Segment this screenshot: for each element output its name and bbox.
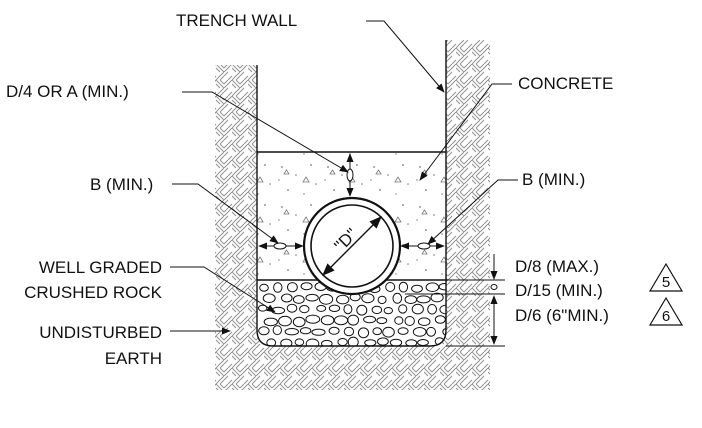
crushed-rock-pebble — [383, 307, 393, 315]
crushed-rock-pebble — [294, 338, 305, 346]
crushed-rock-pebble — [328, 326, 340, 335]
crushed-rock-pebble — [404, 295, 418, 305]
crushed-rock-pebble — [321, 339, 333, 346]
undisturbed-earth-hatch — [215, 40, 490, 390]
crushed-rock-pebble — [439, 304, 446, 315]
crushed-rock-pebble — [266, 338, 277, 346]
crushed-rock-pebble — [273, 282, 283, 293]
crushed-rock-pebble — [356, 304, 368, 316]
crushed-rock-pebble — [258, 326, 270, 336]
crushed-rock-pebble — [398, 281, 409, 293]
crushed-rock-pebble — [328, 304, 341, 312]
b-min-right-dimension — [400, 242, 445, 250]
well-graded-label: WELL GRADED — [39, 258, 162, 277]
revision-6-label: 6 — [662, 308, 670, 325]
crushed-rock-pebble — [311, 328, 326, 336]
crushed-rock-pebble — [417, 339, 429, 346]
crushed-rock-pebble — [272, 325, 282, 336]
d8-max-label: D/8 (MAX.) — [515, 257, 599, 276]
b-min-left-dimension — [258, 242, 304, 250]
crushed-rock-pebble — [389, 338, 403, 346]
d6-min-label: D/6 (6"MIN.) — [515, 306, 609, 325]
d15-min-label: D/15 (MIN.) — [515, 281, 603, 300]
concrete-label: CONCRETE — [518, 74, 613, 93]
crushed-rock-pebble — [320, 315, 335, 326]
crushed-rock-pebble — [316, 304, 327, 312]
crushed-rock-pebble — [404, 316, 415, 326]
crushed-rock-pebble — [361, 293, 375, 304]
earth-label: EARTH — [105, 349, 162, 368]
crushed-rock-pebble — [394, 316, 404, 325]
crushed-rock-pebble — [292, 316, 306, 328]
crushed-rock-pebble — [417, 317, 431, 327]
crushed-rock-pebble — [284, 328, 299, 336]
crushed-rock-label: CRUSHED ROCK — [24, 283, 163, 302]
crushed-rock-pebble — [426, 326, 437, 337]
crushed-rock-pebble — [427, 304, 438, 315]
crushed-rock-pebble — [412, 327, 427, 337]
pipe: "D" — [302, 196, 402, 296]
crushed-rock-pebble — [377, 337, 389, 346]
crushed-rock-pebble — [286, 303, 298, 313]
crushed-rock-pebble — [438, 283, 446, 291]
crushed-rock-pebble — [343, 326, 355, 337]
crushed-rock-pebble — [287, 282, 298, 293]
crushed-rock-pebble — [280, 338, 293, 346]
crushed-rock-pebble — [364, 339, 377, 346]
crushed-rock-pebble — [299, 305, 310, 314]
labels: TRENCH WALL CONCRETE D/4 OR A (MIN.) B (… — [6, 11, 670, 368]
crushed-rock-pebble — [382, 326, 395, 338]
crushed-rock-pebble — [372, 327, 383, 336]
crushed-rock-pebble — [347, 314, 360, 326]
crushed-rock-pebble — [299, 327, 312, 335]
crushed-rock-pebble — [425, 282, 440, 293]
crushed-rock-pebble — [397, 327, 409, 335]
crushed-rock-pebble — [300, 282, 313, 291]
crushed-rock-pebble — [377, 295, 387, 305]
crushed-rock-pebble — [405, 339, 418, 346]
crushed-rock-pebble — [371, 305, 383, 315]
crushed-rock-pebble — [337, 338, 348, 346]
crushed-rock-pebble — [333, 315, 349, 326]
trench-wall-label: TRENCH WALL — [176, 11, 297, 30]
crushed-rock-pebble — [430, 292, 444, 303]
b-min-right-label: B (MIN.) — [522, 170, 585, 189]
crushed-rock-pebble — [319, 293, 334, 305]
crushed-rock-pebble — [357, 327, 370, 339]
crushed-rock-pebble — [305, 314, 321, 324]
revision-triangles — [648, 262, 684, 326]
right-dimension-lines — [405, 254, 505, 347]
crushed-rock-pebble — [278, 315, 292, 327]
crushed-rock-pebble — [263, 317, 278, 327]
crushed-rock-pebble — [259, 283, 269, 292]
revision-5-label: 5 — [662, 274, 670, 291]
crushed-rock-pebble — [411, 284, 423, 293]
crushed-rock-pebble — [305, 293, 319, 302]
crushed-rock-pebble — [336, 294, 350, 305]
crushed-rock-pebble — [416, 295, 431, 304]
d4-or-a-min-label: D/4 OR A (MIN.) — [6, 82, 129, 101]
crushed-rock-pebble — [292, 295, 305, 304]
crushed-rock-pebble — [305, 338, 320, 346]
crushed-rock-pebble — [262, 293, 276, 304]
crushed-rock-pebble — [392, 292, 403, 304]
crushed-rock-pebble — [347, 336, 359, 346]
crushed-rock-pebble — [385, 282, 396, 292]
undisturbed-label: UNDISTURBED — [39, 323, 162, 342]
crushed-rock-pebble — [376, 317, 388, 325]
crushed-rock-pebble — [411, 303, 424, 315]
crushed-rock-pebble — [363, 315, 377, 324]
leader-lines — [170, 20, 518, 335]
b-min-left-label: B (MIN.) — [90, 175, 153, 194]
crushed-rock-pebble — [343, 304, 353, 315]
crushed-rock-pebble — [398, 304, 408, 314]
crushed-rock-pebble — [281, 293, 293, 303]
crushed-rock-pebble — [434, 315, 446, 324]
